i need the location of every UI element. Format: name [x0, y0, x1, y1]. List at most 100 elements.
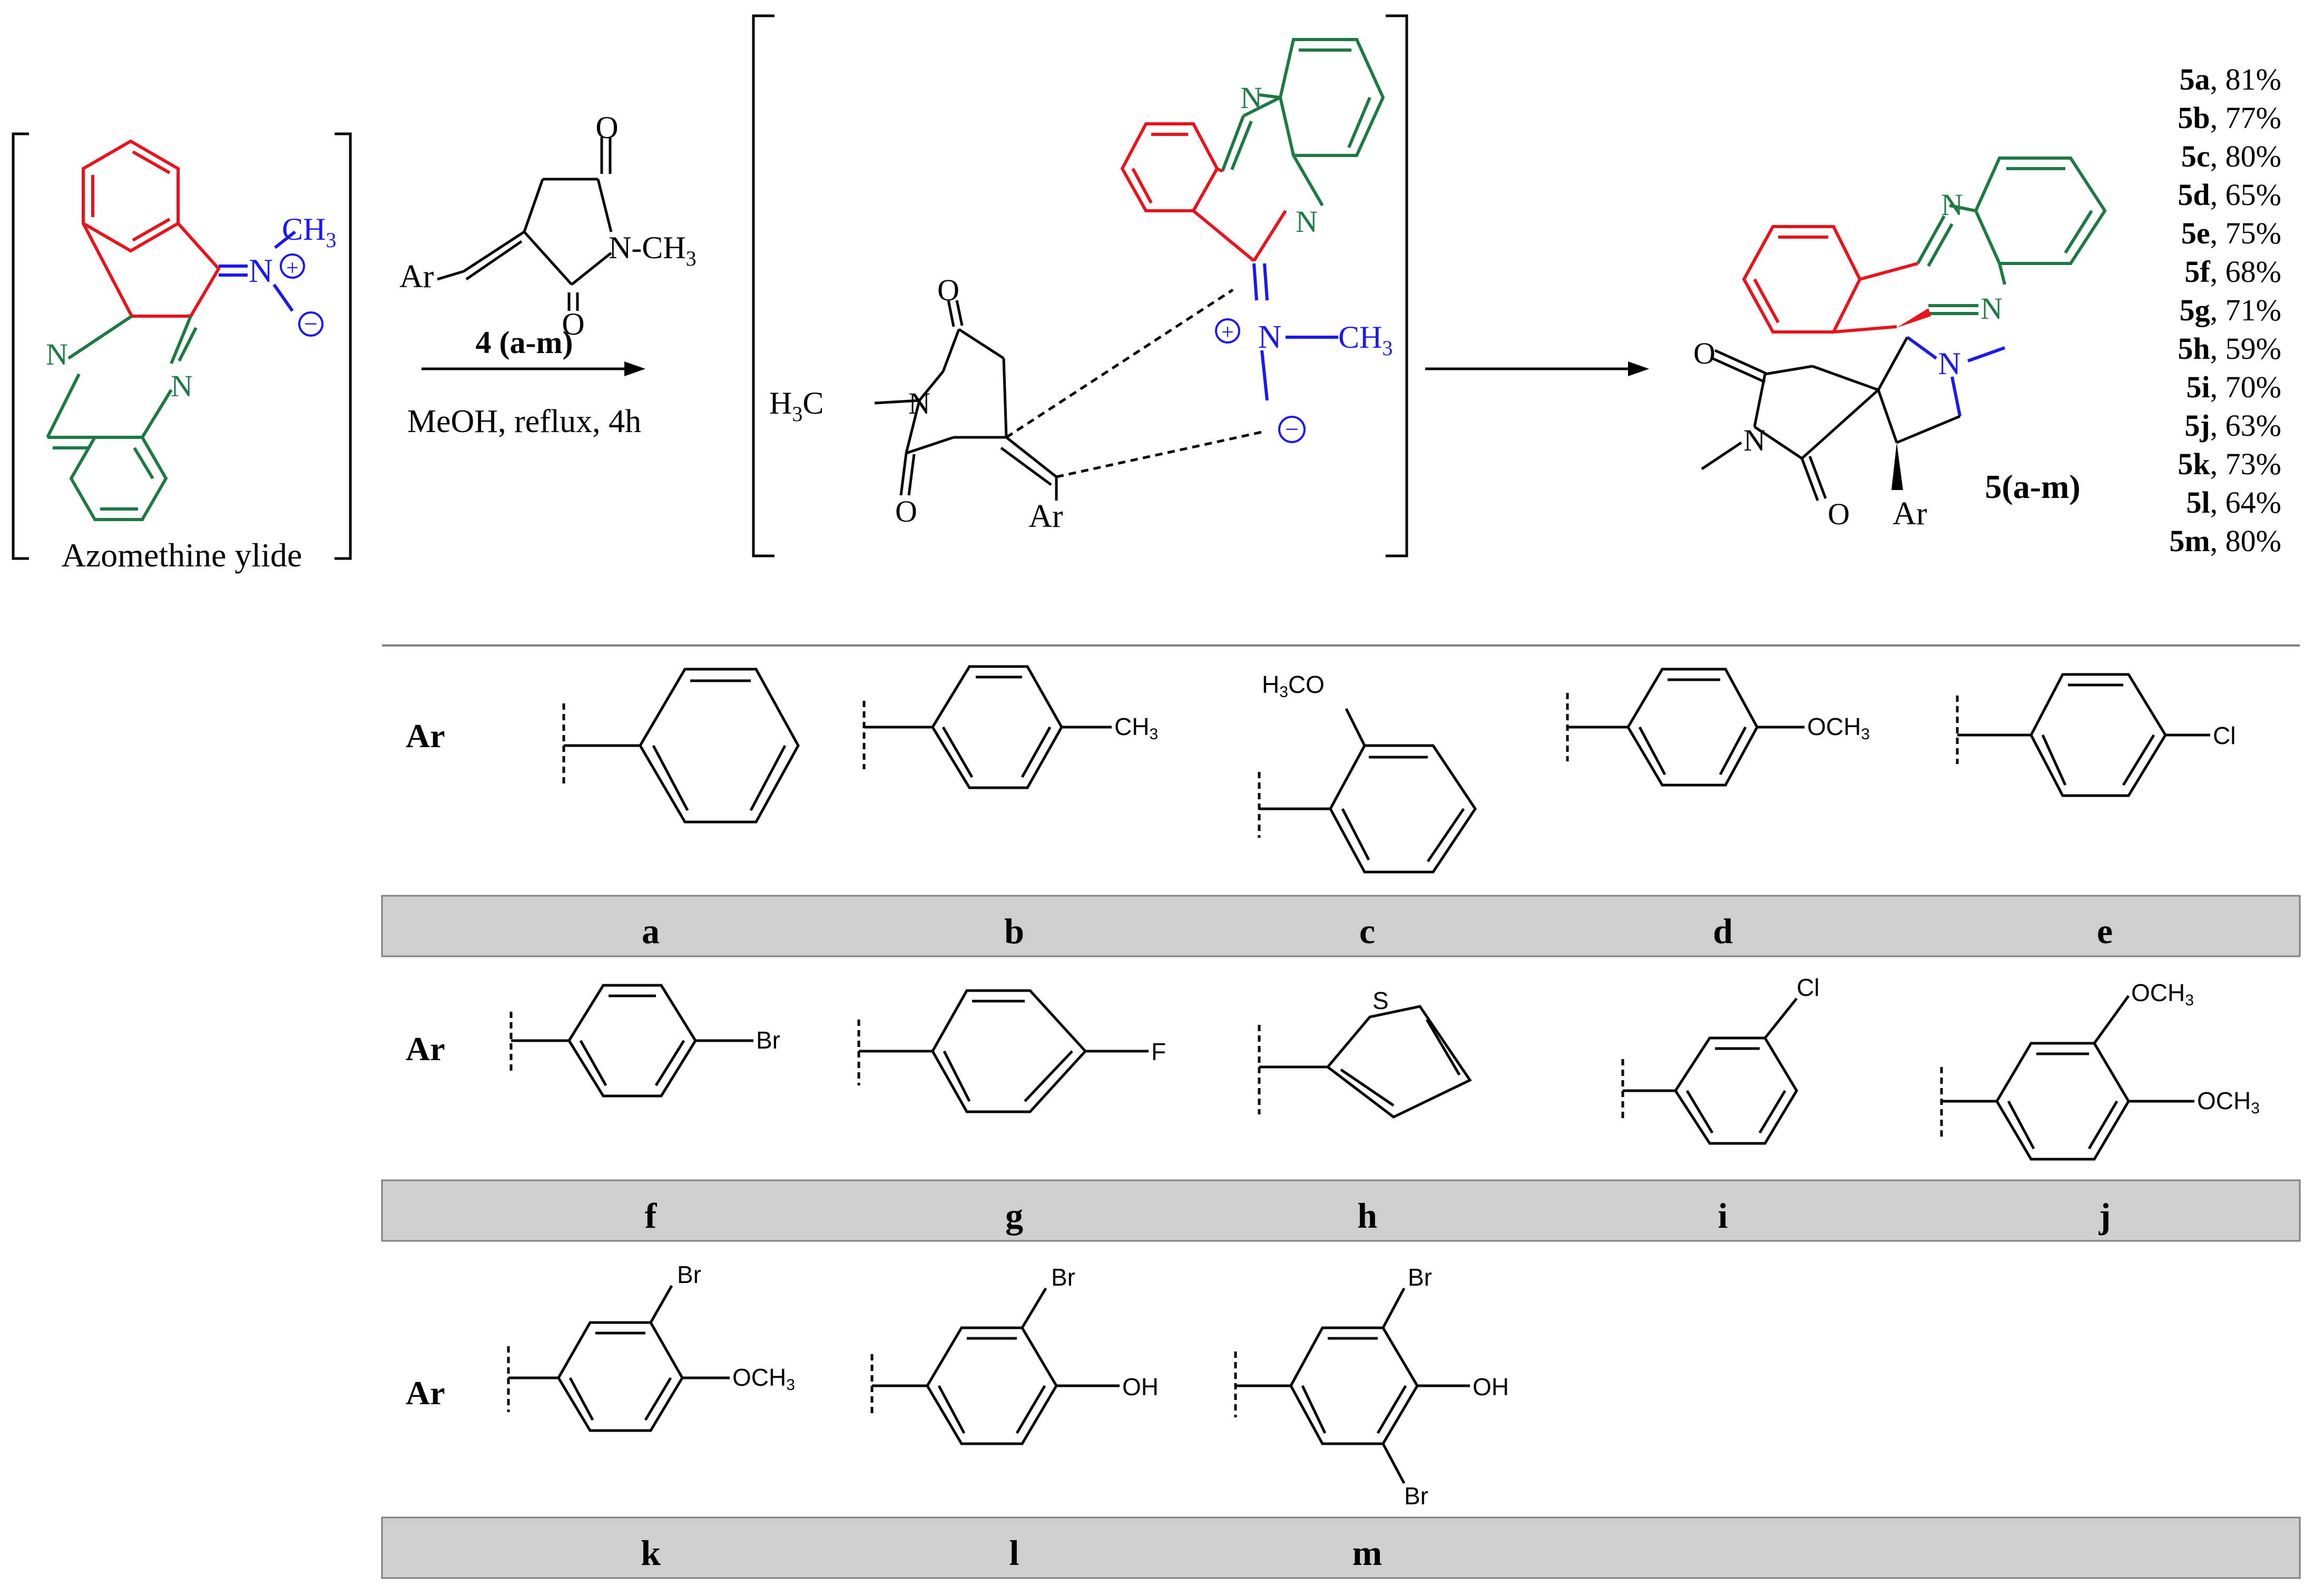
reaction-arrow-2 [1425, 361, 1649, 376]
ts-indeno [1120, 122, 1287, 262]
yield-item: 5h, 59% [2178, 331, 2281, 366]
aryl-d [1566, 668, 1805, 787]
row-label-2: Ar [406, 1030, 445, 1068]
yield-item: 5j, 63% [2184, 408, 2281, 443]
product-spiro-core [1701, 336, 1960, 501]
yield-item: 5a, 81% [2180, 62, 2281, 96]
aryl-l [870, 1287, 1120, 1445]
reagent-label: 4 (a-m) [476, 325, 573, 360]
yield-compound: 5j [2184, 408, 2210, 443]
yield-value: , 70% [2210, 370, 2281, 404]
yield-item: 5c, 80% [2181, 139, 2281, 173]
label-h-s: S [1372, 987, 1389, 1014]
letter-band-2 [381, 1179, 2301, 1242]
ts-brackets [752, 14, 1408, 557]
product-wedge-black [1891, 443, 1903, 490]
label-m-br-bottom: Br [1404, 1482, 1428, 1510]
ylide-indeno-ring [82, 139, 221, 318]
yield-compound: 5l [2187, 485, 2210, 520]
aryl-j [1940, 995, 2194, 1161]
aryl-a [562, 668, 800, 824]
compound-letter-h: h [1357, 1196, 1377, 1236]
aryl-m [1234, 1287, 1470, 1484]
reagent-o-top: O [595, 110, 618, 145]
ts-dashed-bonds [1005, 288, 1262, 478]
product-wedge-red [1897, 308, 1931, 328]
yield-value: , 68% [2210, 254, 2281, 289]
row-label-1: Ar [406, 717, 445, 755]
reagent-ar: Ar [399, 259, 434, 295]
compound-letter-l: l [1009, 1533, 1019, 1573]
yield-item: 5f, 68% [2184, 254, 2281, 289]
compound-letter-j: j [2099, 1196, 2111, 1236]
ylide-n-left: N [46, 337, 68, 371]
aryl-k [507, 1285, 730, 1432]
label-k-och3: OCH3 [732, 1364, 795, 1394]
yield-item: 5l, 64% [2187, 485, 2281, 520]
conditions-label: MeOH, reflux, 4h [407, 404, 641, 439]
yield-value: , 63% [2210, 408, 2281, 443]
product-o-bottom: O [1828, 497, 1850, 531]
compound-letter-m: m [1352, 1533, 1383, 1573]
yield-value: , 75% [2210, 216, 2281, 250]
ts-h3c: H3C [769, 386, 823, 426]
product-label: 5(a-m) [1985, 468, 2080, 505]
yield-compound: 5m [2169, 524, 2210, 558]
ts-n-plus: N [1258, 319, 1282, 355]
yield-value: , 80% [2210, 139, 2281, 173]
compound-letter-g: g [1005, 1196, 1023, 1236]
ts-dipole [1215, 263, 1338, 443]
aryl-e [1956, 673, 2210, 797]
letter-band-1 [381, 895, 2301, 957]
yield-value: , 65% [2210, 178, 2281, 212]
yield-value: , 71% [2210, 293, 2281, 327]
yield-item: 5g, 71% [2180, 293, 2281, 327]
label-l-oh: OH [1122, 1373, 1159, 1401]
aryl-structures [507, 665, 2210, 1484]
aryl-c [1258, 708, 1477, 874]
letter-band-3 [381, 1516, 2301, 1579]
aryl-b [862, 665, 1112, 789]
yield-value: , 81% [2210, 62, 2281, 96]
compound-letter-b: b [1004, 911, 1024, 951]
label-e-cl: Cl [2213, 722, 2236, 749]
ylide-plus-sign: + [286, 256, 299, 280]
yield-compound: 5g [2180, 293, 2210, 327]
ts-plus-sign: + [1221, 320, 1234, 345]
yield-item: 5k, 73% [2178, 447, 2281, 481]
label-i-cl: Cl [1797, 974, 1819, 1001]
reagent-succinimide [437, 137, 613, 311]
ts-ar: Ar [1028, 498, 1063, 534]
ylide-n-right: N [171, 369, 193, 403]
reagent-n-ch3: N-CH3 [609, 230, 697, 270]
row-label-3: Ar [406, 1374, 445, 1412]
product-n-imide: N [1743, 423, 1766, 457]
ts-n: N [908, 386, 930, 420]
product-n-right: N [1981, 291, 2003, 326]
label-b-ch3: CH3 [1114, 713, 1158, 743]
label-l-br: Br [1051, 1264, 1075, 1291]
yield-value: , 73% [2210, 447, 2281, 481]
product-n-pyrrolidine: N [1938, 346, 1960, 381]
product-ar: Ar [1893, 496, 1927, 532]
yield-item: 5i, 70% [2187, 370, 2281, 404]
yield-value: , 59% [2210, 331, 2281, 366]
product-pyrrolidine [1906, 336, 2006, 417]
yield-compound: 5d [2178, 178, 2210, 212]
aryl-f [509, 984, 753, 1098]
yield-value: , 64% [2210, 485, 2281, 520]
ylide-minus-sign: − [304, 310, 318, 337]
reaction-arrow-1 [421, 361, 645, 376]
ylide-quinoxaline-ring [46, 315, 198, 521]
product-o-top: O [1693, 336, 1715, 370]
label-c-h3co: H3CO [1262, 671, 1325, 701]
label-k-br: Br [677, 1261, 701, 1288]
label-d-och3: OCH3 [1807, 713, 1870, 743]
compound-letter-f: f [645, 1196, 658, 1236]
yield-item: 5m, 80% [2169, 524, 2281, 558]
product-n-top: N [1941, 188, 1963, 222]
label-f-br: Br [756, 1026, 780, 1054]
yield-item: 5d, 65% [2178, 178, 2281, 212]
yields-list: 5a, 81%5b, 77%5c, 80%5d, 65%5e, 75%5f, 6… [2169, 62, 2281, 558]
